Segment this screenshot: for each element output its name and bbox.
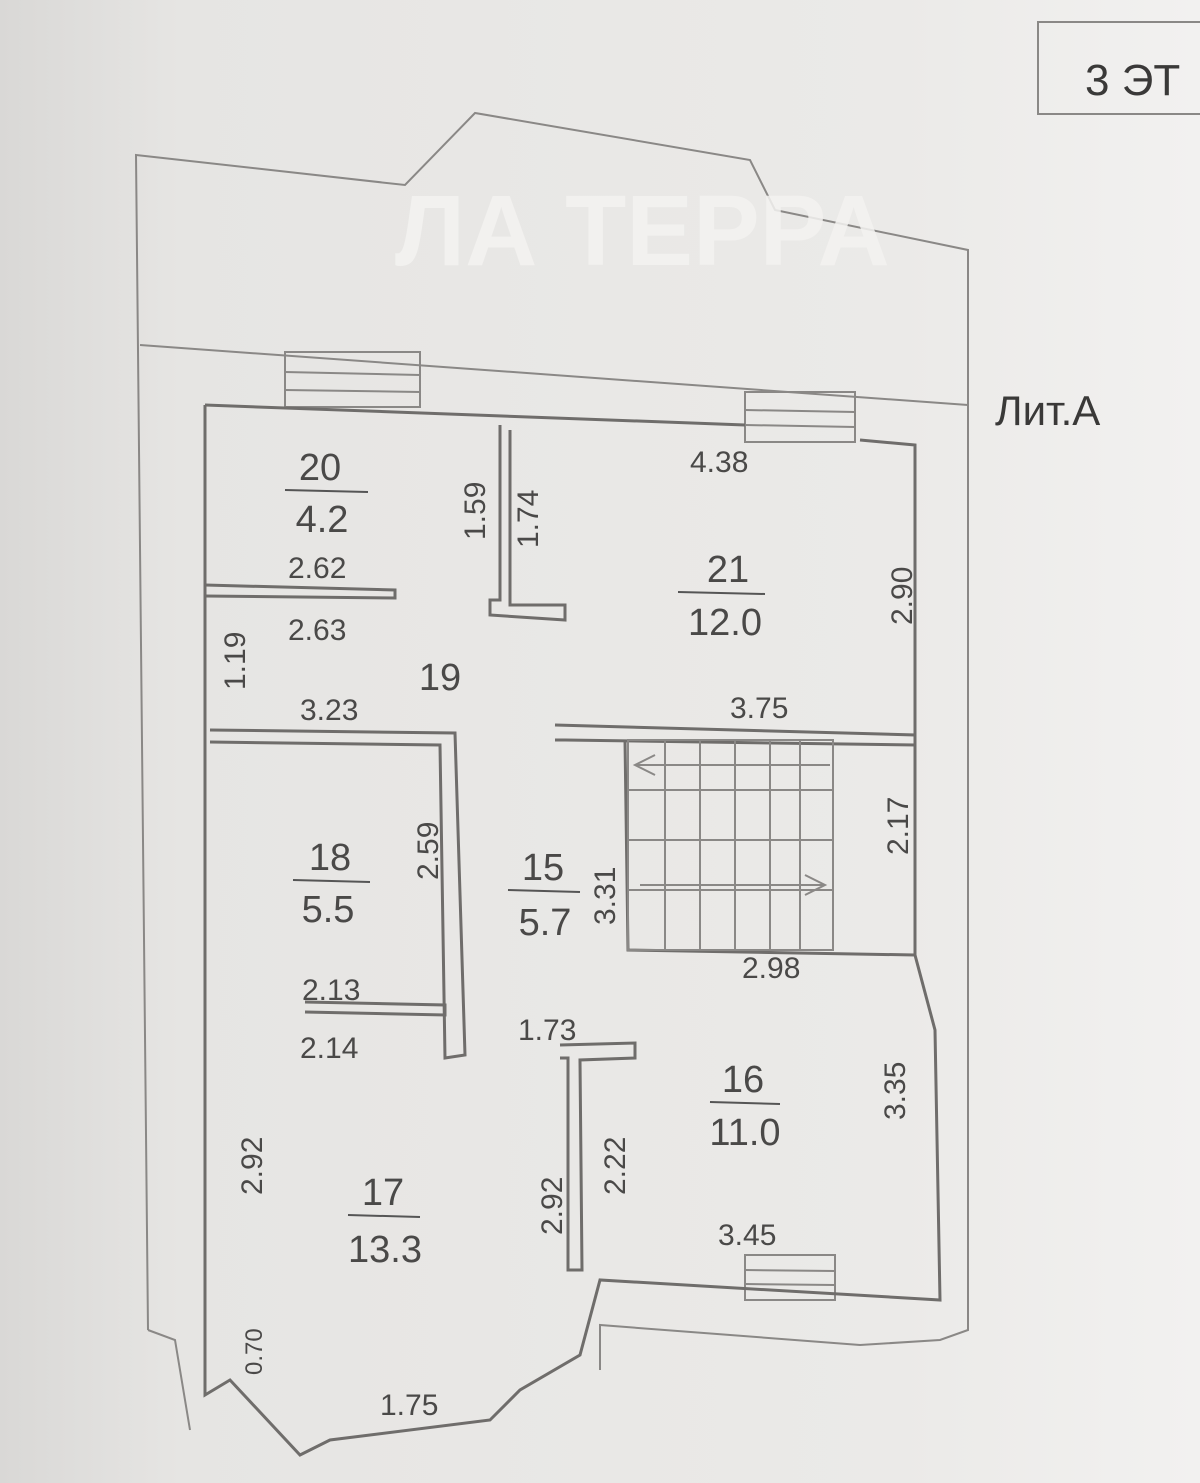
watermark: ЛА ТЕРРА (395, 175, 890, 287)
room-15: 15 5.7 (507, 847, 581, 944)
room-17: 17 13.3 (347, 1172, 422, 1271)
dimension-label: 1.75 (380, 1389, 438, 1422)
liter-label: Лит.А (995, 387, 1100, 434)
room-area: 13.3 (348, 1229, 422, 1271)
dimension-label: 2.62 (288, 552, 346, 585)
room-number: 20 (299, 447, 341, 489)
wall-room-16 (559, 1041, 637, 1272)
floor-label-box: 3 ЭТ (1037, 21, 1200, 115)
room-number: 18 (309, 837, 351, 879)
dimension-label: 3.31 (589, 867, 622, 925)
dimension-label: 3.45 (718, 1219, 776, 1252)
window-bottom (744, 1254, 836, 1301)
inner-wall-top (204, 403, 746, 427)
window-top-right (744, 391, 856, 443)
inner-perimeter (203, 405, 942, 1457)
dimension-label: 3.35 (879, 1062, 912, 1120)
dimension-label: 1.19 (219, 632, 252, 690)
wall-room-21 (488, 425, 567, 622)
room-area: 12.0 (688, 602, 762, 644)
room-area: 5.7 (519, 902, 572, 944)
room-20: 20 4.2 (284, 447, 369, 541)
room-16: 16 11.0 (709, 1059, 780, 1154)
room-19: 19 (419, 657, 461, 699)
dimension-labels: 4.38 1.59 1.74 2.90 2.62 2.63 1.19 3.23 … (219, 446, 919, 1422)
room-area: 5.5 (302, 889, 355, 931)
dimension-label: 2.63 (288, 614, 346, 647)
wall-room-20 (204, 583, 397, 600)
dimension-label: 1.73 (518, 1014, 576, 1047)
dimension-label: 0.70 (241, 1328, 268, 1375)
dimension-label: 2.59 (412, 822, 445, 880)
room-number: 15 (522, 847, 564, 889)
room-number: 17 (362, 1172, 404, 1214)
floor-label: 3 ЭТ (1085, 56, 1180, 105)
dimension-label: 2.17 (882, 797, 915, 855)
room-number: 16 (722, 1059, 764, 1101)
wall-room-18 (209, 728, 467, 1060)
dimension-label: 1.59 (459, 482, 492, 540)
dimension-label: 3.75 (730, 692, 788, 725)
outer-wall-top (139, 344, 969, 406)
room-number: 19 (419, 657, 461, 699)
wall-room-17-top (304, 1000, 447, 1017)
room-21: 21 12.0 (677, 549, 766, 644)
dimension-label: 2.22 (599, 1137, 632, 1195)
wall-stairs-top (554, 723, 917, 747)
outer-outline-bottom (147, 1329, 191, 1431)
dimension-label: 3.23 (300, 694, 358, 727)
outer-outline (134, 111, 969, 1370)
dimension-label: 2.90 (886, 567, 919, 625)
dimension-label: 2.13 (302, 974, 360, 1007)
room-number: 21 (707, 549, 749, 591)
room-area: 4.2 (296, 499, 349, 541)
dimension-label: 2.14 (300, 1032, 358, 1065)
dimension-label: 2.98 (742, 952, 800, 985)
dimension-label: 2.92 (536, 1177, 569, 1235)
window-top-left (284, 351, 421, 408)
room-area: 11.0 (709, 1112, 780, 1154)
dimension-label: 4.38 (690, 446, 748, 479)
room-18: 18 5.5 (292, 837, 371, 931)
staircase (627, 739, 834, 951)
dimension-label: 2.92 (236, 1137, 269, 1195)
dimension-label: 1.74 (512, 490, 545, 548)
